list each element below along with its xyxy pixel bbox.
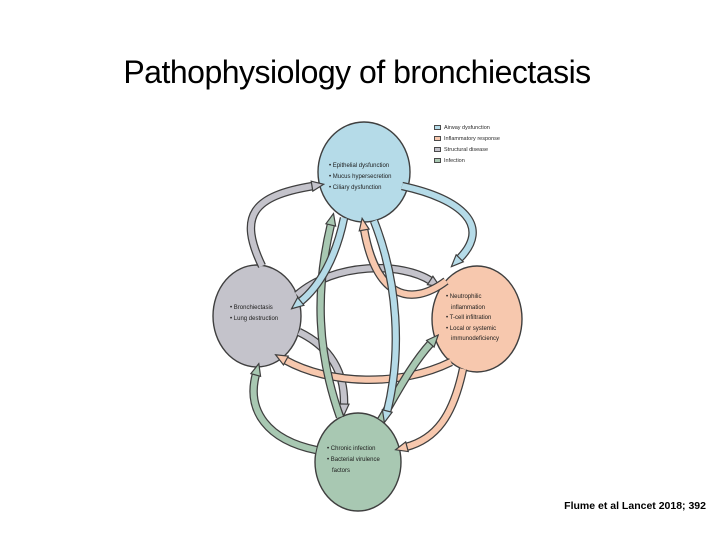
- node-item: Chronic infection: [327, 444, 387, 455]
- node-item: Lung destruction: [230, 314, 298, 325]
- legend-item-infection: Infection: [434, 155, 500, 166]
- arrow-airway-to-inflammatory: [401, 181, 477, 259]
- legend-chip-inflammatory: [434, 136, 441, 141]
- arrow-inflammatory-to-infection: [406, 368, 468, 447]
- legend-label: Inflammatory response: [444, 135, 500, 142]
- node-item: Neutrophilic inflammation: [446, 292, 506, 313]
- arrow-airway-to-structural: [300, 217, 349, 302]
- page-title: Pathophysiology of bronchiectasis: [123, 54, 591, 90]
- arrow-airway-to-infection: [370, 219, 401, 412]
- legend-chip-structural: [434, 147, 441, 152]
- legend-item-inflammatory-response: Inflammatory response: [434, 133, 500, 144]
- legend-item-structural-disease: Structural disease: [434, 144, 500, 155]
- legend-label: Airway dysfunction: [444, 124, 490, 131]
- arrow-infection-to-airway: [316, 224, 345, 419]
- node-airway-dysfunction-text: Epithelial dysfunction Mucus hypersecret…: [329, 161, 403, 194]
- legend-label: Structural disease: [444, 146, 489, 153]
- legend-chip-airway: [434, 125, 441, 130]
- arrow-inflammatory-to-structural: [285, 360, 453, 384]
- arrow-structural-to-airway: [246, 186, 313, 268]
- arrow-infection-to-structural: [249, 374, 317, 455]
- node-item: Ciliary dysfunction: [329, 183, 403, 194]
- legend-item-airway-dysfunction: Airway dysfunction: [434, 122, 500, 133]
- node-infection-text: Chronic infection Bacterial virulence fa…: [327, 444, 387, 477]
- citation: Flume et al Lancet 2018; 392: [564, 500, 706, 512]
- node-item: T-cell infiltration: [446, 313, 506, 324]
- arrow-structural-to-infection: [297, 328, 344, 405]
- node-inflammatory-response-text: Neutrophilic inflammation T-cell infiltr…: [446, 292, 506, 345]
- legend: Airway dysfunction Inflammatory response…: [434, 122, 500, 166]
- node-item: Bronchiectasis: [230, 303, 298, 314]
- node-item: Local or systemic immunodeficiency: [446, 324, 506, 345]
- node-item: Mucus hypersecretion: [329, 172, 403, 183]
- node-item: Epithelial dysfunction: [329, 161, 403, 172]
- legend-chip-infection: [434, 158, 441, 163]
- node-item: Bacterial virulence factors: [327, 455, 387, 477]
- node-structural-disease-text: Bronchiectasis Lung destruction: [230, 303, 298, 325]
- legend-label: Infection: [444, 157, 465, 164]
